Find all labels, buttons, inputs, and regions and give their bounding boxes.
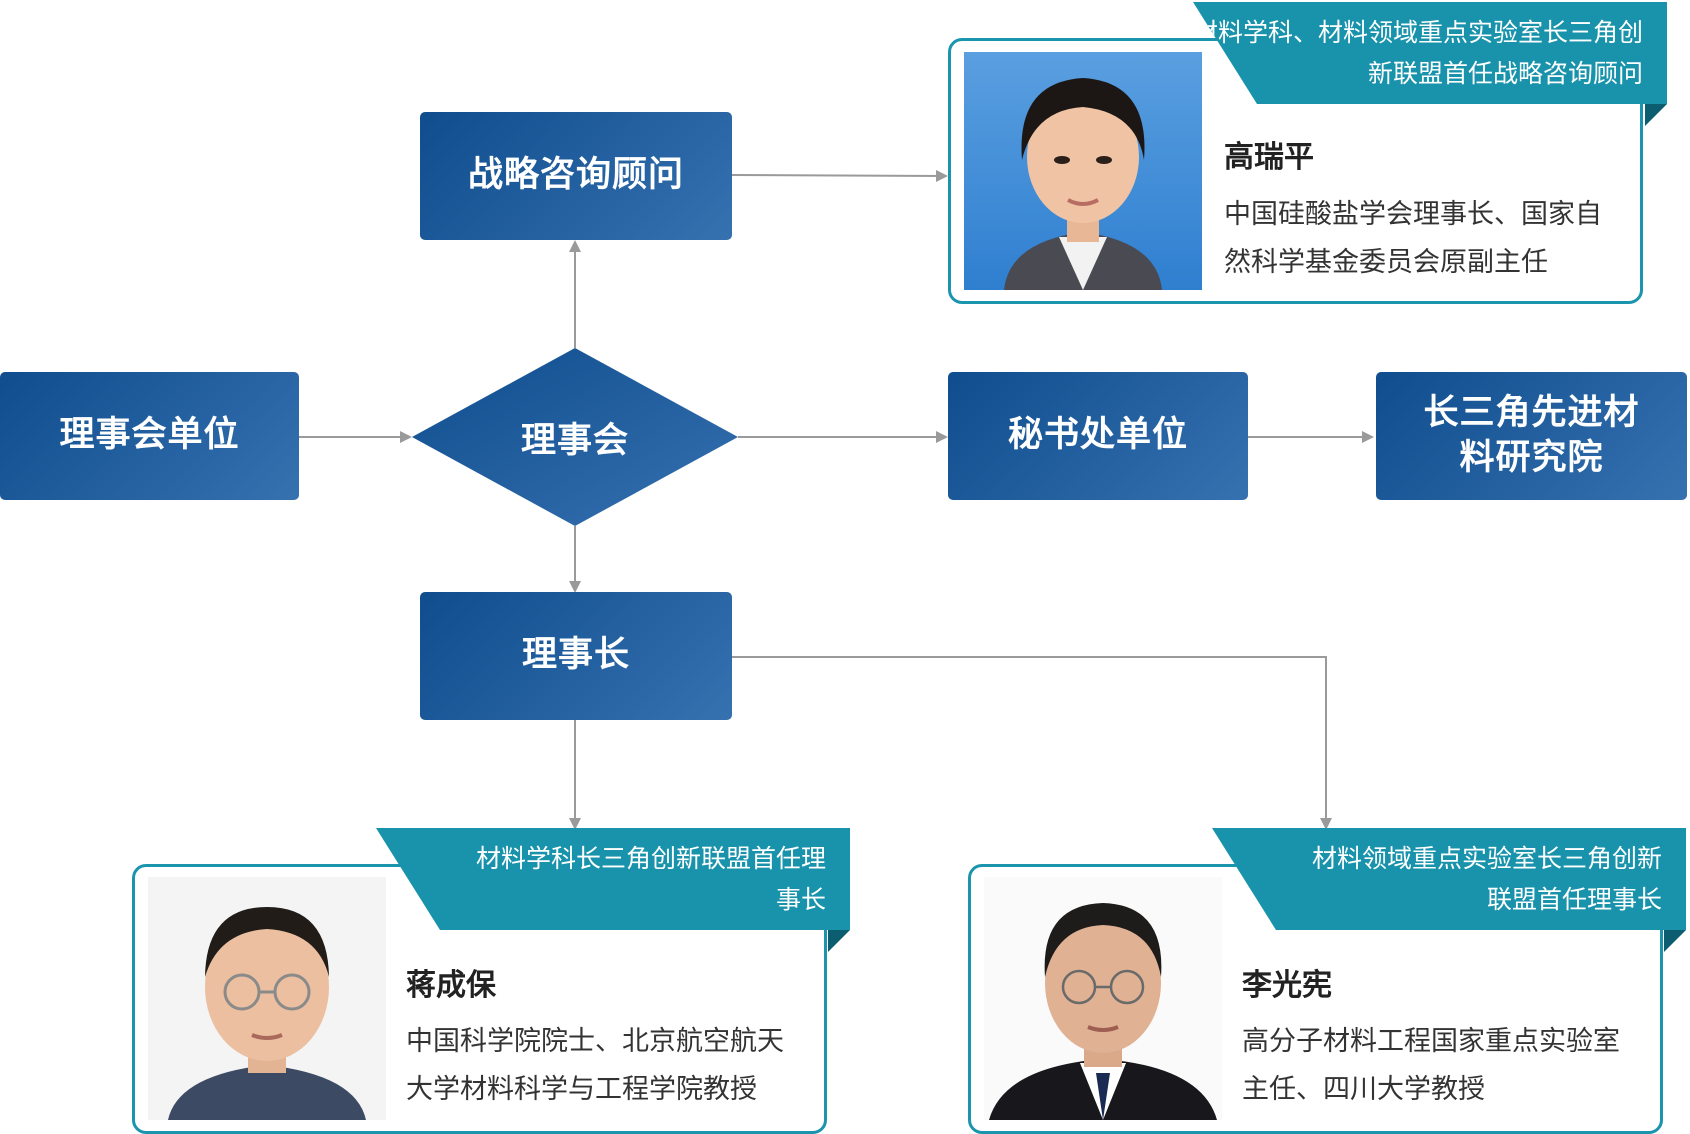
ribbon-chair-right-text: 材料领域重点实验室长三角创新联盟首任理事长	[1311, 844, 1662, 914]
ribbon-advisor-text: 材料学科、材料领域重点实验室长三角创新联盟首任战略咨询顾问	[1193, 18, 1644, 88]
node-strategic-advisor: 战略咨询顾问	[420, 112, 732, 240]
person-name-chair-right: 李光宪	[1242, 968, 1332, 1003]
node-institute: 长三角先进材料研究院	[1376, 372, 1687, 500]
node-council-units: 理事会单位	[0, 372, 299, 500]
ribbon-chair-right-fold	[1664, 930, 1686, 952]
ribbon-chair-left-fold	[828, 930, 850, 952]
ribbon-advisor: 材料学科、材料领域重点实验室长三角创新联盟首任战略咨询顾问	[1193, 2, 1667, 104]
node-council-units-label: 理事会单位	[59, 415, 240, 456]
node-secretariat-unit: 秘书处单位	[948, 372, 1248, 500]
node-strategic-advisor-label: 战略咨询顾问	[467, 155, 684, 196]
person-desc-chair-left: 中国科学院院士、北京航空航天大学材料科学与工程学院教授	[406, 1026, 784, 1105]
avatar	[964, 52, 1202, 290]
ribbon-chair-left-text: 材料学科长三角创新联盟首任理事长	[476, 844, 827, 914]
node-council: 理事会	[412, 348, 738, 526]
avatar	[984, 877, 1222, 1120]
node-chairman-label: 理事长	[521, 635, 630, 676]
council-diamond-shape	[412, 348, 738, 526]
person-desc-chair-right: 高分子材料工程国家重点实验室主任、四川大学教授	[1242, 1026, 1620, 1105]
person-name-advisor: 高瑞平	[1224, 140, 1314, 175]
ribbon-chair-right: 材料领域重点实验室长三角创新联盟首任理事长	[1212, 828, 1686, 930]
ribbon-chair-left: 材料学科长三角创新联盟首任理事长	[376, 828, 850, 930]
ribbon-advisor-fold	[1645, 104, 1667, 126]
avatar	[148, 877, 386, 1120]
portrait-icon	[148, 877, 386, 1120]
portrait-icon	[984, 877, 1222, 1120]
node-institute-label: 长三角先进材料研究院	[1423, 392, 1640, 479]
person-name-chair-left: 蒋成保	[406, 968, 496, 1003]
node-council-label: 理事会	[520, 420, 629, 461]
portrait-icon	[964, 52, 1202, 290]
node-secretariat-unit-label: 秘书处单位	[1007, 415, 1188, 456]
edge-advisor-to-card	[731, 169, 948, 182]
edge-chairman-to-right-card	[732, 656, 1332, 830]
node-chairman: 理事长	[420, 592, 732, 720]
person-desc-advisor: 中国硅酸盐学会理事长、国家自然科学基金委员会原副主任	[1224, 199, 1602, 278]
